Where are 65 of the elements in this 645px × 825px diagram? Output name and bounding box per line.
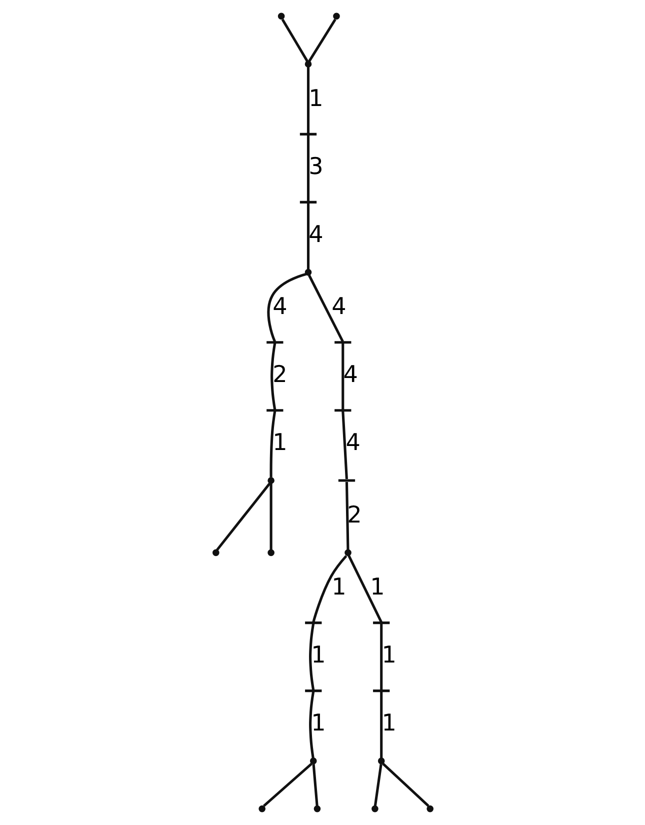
connector	[306, 203, 310, 270]
edge-label: 1	[370, 574, 384, 600]
node-point	[304, 60, 312, 68]
node-point	[377, 758, 384, 764]
connector	[262, 762, 312, 807]
edge-label: 1	[331, 574, 346, 600]
connector	[216, 482, 270, 551]
connector	[308, 18, 336, 62]
connector	[306, 67, 310, 134]
node-bar	[372, 690, 390, 692]
node-point	[313, 805, 320, 812]
node-point	[212, 549, 219, 556]
node-bar	[372, 622, 390, 624]
node-bar	[299, 200, 316, 204]
connector	[280, 18, 308, 62]
connector	[269, 410, 276, 478]
edge-label: 1	[310, 642, 326, 668]
connector	[312, 555, 347, 622]
connector	[312, 764, 318, 806]
connector	[382, 762, 429, 807]
connector	[380, 692, 382, 758]
node-point	[426, 805, 434, 812]
node-point	[267, 549, 274, 556]
connector	[269, 483, 272, 550]
edge-label: 1	[381, 642, 396, 668]
edge-label: 4	[272, 294, 287, 320]
connector	[347, 555, 382, 623]
edge-label: 4	[342, 362, 358, 388]
connector	[308, 623, 314, 690]
connector	[306, 135, 310, 202]
node-point	[277, 12, 284, 20]
edge-label: 1	[381, 710, 396, 736]
edge-label: 1	[310, 710, 326, 736]
node-point	[309, 758, 316, 764]
edge-label: 2	[346, 502, 362, 528]
connector	[341, 411, 348, 480]
node-bar	[299, 132, 316, 136]
connector	[308, 691, 314, 758]
edge-label: 4	[331, 294, 346, 320]
connector	[380, 624, 382, 690]
node-bar	[334, 341, 351, 344]
edge-label: 4	[308, 222, 323, 248]
node-bar	[266, 409, 283, 412]
node-point	[371, 805, 378, 812]
node-bar	[338, 479, 355, 482]
node-point	[332, 12, 340, 20]
connector	[307, 274, 344, 342]
node-bar	[304, 622, 322, 624]
node-bar	[304, 690, 322, 692]
connector	[344, 482, 349, 550]
connector	[341, 343, 344, 410]
edge-label: 4	[345, 430, 360, 456]
connector	[266, 272, 306, 342]
node-bar	[334, 409, 351, 412]
edge-label: 1	[272, 430, 287, 456]
node-point	[304, 268, 312, 276]
connector	[270, 342, 276, 410]
edge-label: 3	[308, 154, 323, 180]
connector	[373, 764, 382, 806]
node-point	[344, 549, 351, 556]
node-point	[267, 477, 274, 484]
edge-label: 2	[272, 362, 287, 388]
node-point	[258, 805, 265, 812]
node-bar	[266, 341, 283, 344]
edge-label: 1	[308, 86, 323, 112]
